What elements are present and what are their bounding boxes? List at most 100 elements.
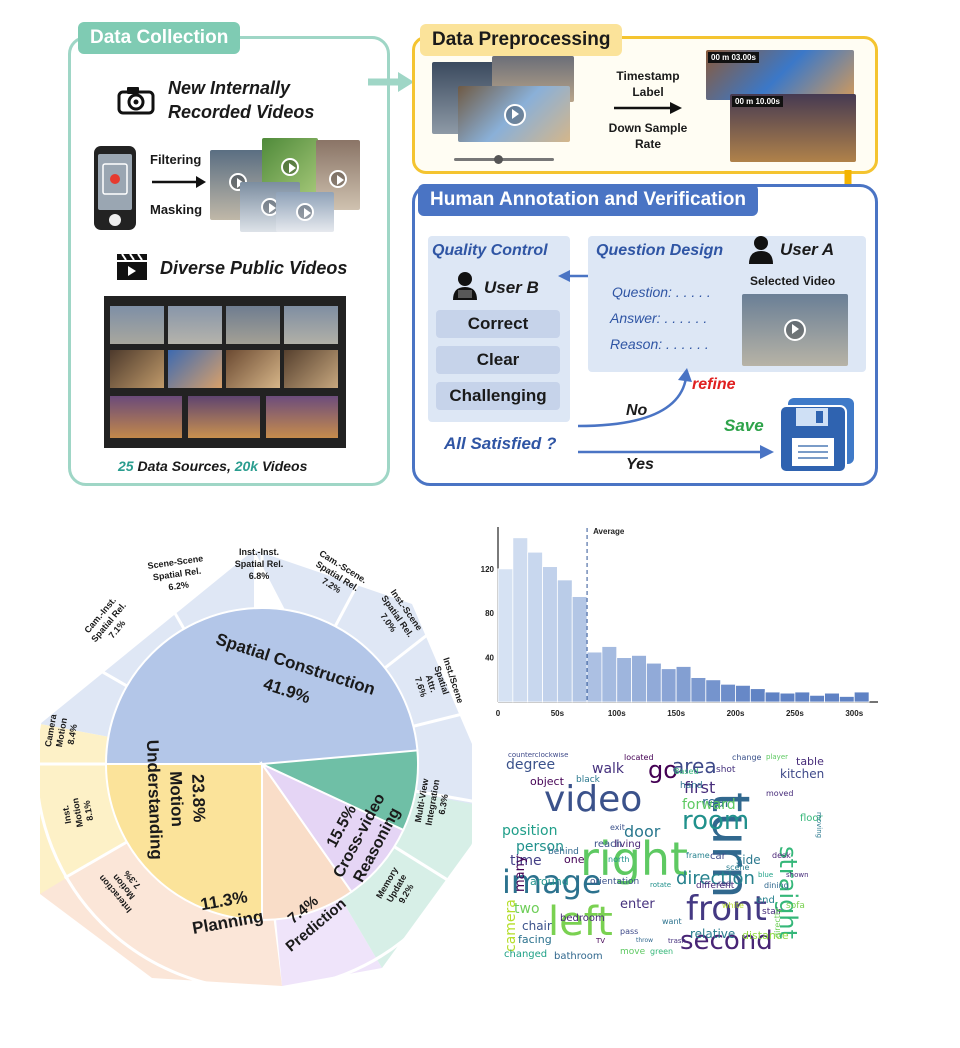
user-b-label: User B: [484, 278, 539, 297]
word-cloud-word: image: [502, 863, 602, 901]
seek-bar[interactable]: [454, 158, 554, 161]
word-cloud-word: camera: [503, 899, 519, 952]
ring-separator: [63, 648, 128, 688]
ring-separator: [333, 561, 371, 627]
timestamp-a: 00 m 03.00s: [708, 52, 759, 63]
footer-text-2: Videos: [258, 458, 308, 474]
selected-video-label: Selected Video: [750, 274, 836, 288]
word-cloud-word: orientation: [590, 877, 640, 887]
public-videos-label: Diverse Public Videos: [160, 258, 348, 278]
timestamp-line2: Label: [632, 85, 664, 99]
histogram-bar: [705, 679, 722, 703]
histogram-bar: [839, 696, 855, 703]
data-preprocessing-title: Data Preprocessing: [420, 24, 623, 56]
histogram-bar: [764, 691, 781, 703]
sector-cross-video-reasoning: [258, 749, 419, 832]
word-cloud-word: chair: [522, 919, 552, 933]
timestamp-b: 00 m 10.00s: [732, 96, 783, 107]
ring-separator: [384, 622, 443, 670]
histogram-bar: [749, 688, 766, 703]
histogram-bar: [675, 666, 692, 703]
filter-arrow: [152, 176, 206, 188]
histogram-bar: [542, 566, 558, 703]
outer-label-inst-inst: Inst.-Inst. Spatial Rel.6.8%: [234, 547, 284, 581]
save-label: Save: [724, 416, 764, 435]
quality-control-label: Quality Control: [432, 242, 548, 259]
annotation-title: Human Annotation and Verification: [418, 184, 758, 216]
word-cloud-word: right: [580, 832, 689, 886]
histogram-bar: [527, 551, 543, 703]
play-icon[interactable]: [784, 319, 806, 341]
histogram-bar: [779, 692, 796, 703]
question-design-label: Question Design: [596, 242, 724, 259]
word-cloud-word: different: [696, 881, 735, 891]
sector-planning: [261, 760, 353, 922]
word-cloud-word: dining: [764, 881, 789, 890]
word-cloud-word: first: [684, 778, 716, 797]
x-tick-label: 0: [496, 709, 501, 718]
sector-motion-understanding: [104, 763, 263, 922]
histogram-bar: [601, 646, 618, 703]
all-satisfied-label: All Satisfied ?: [444, 434, 557, 453]
clapperboard-icon: [117, 253, 147, 280]
y-tick-label: 120: [481, 565, 495, 574]
video-count: 20k: [234, 458, 259, 474]
frame-thumbnail: 00 m 10.00s: [730, 94, 856, 162]
word-cloud-word: front: [686, 889, 767, 929]
inner-label-motion: 23.8%Motion Understanding: [142, 739, 209, 861]
data-collection-title: Data Collection: [78, 22, 241, 54]
word-cloud-word: trash: [668, 937, 686, 945]
ring-separator: [146, 565, 186, 630]
answer-field: Answer: . . . . . .: [610, 310, 708, 326]
word-cloud-word: object: [530, 775, 564, 788]
x-tick-label: 150s: [667, 709, 685, 718]
word-cloud-word: two: [514, 901, 540, 917]
histogram-bar: [794, 691, 811, 703]
user-a-label: User A: [780, 240, 835, 259]
reason-field: Reason: . . . . . .: [610, 336, 709, 352]
new-videos-line1: New Internally: [168, 78, 291, 98]
frame-thumbnail: 00 m 03.00s: [706, 50, 854, 100]
play-icon: [329, 170, 347, 188]
word-cloud-word: player: [766, 753, 789, 761]
word-cloud-word: video: [544, 779, 643, 820]
word-cloud-word: throw: [636, 937, 654, 944]
new-videos-label: New Internally Recorded Videos: [168, 76, 314, 124]
histogram-bar: [720, 683, 736, 703]
word-cloud-word: walk: [592, 761, 625, 777]
y-tick-label: 80: [485, 609, 494, 618]
word-cloud-word: enter: [620, 897, 655, 912]
timestamp-line1: Timestamp: [616, 69, 680, 83]
word-cloud-word: desk: [772, 851, 791, 860]
word-cloud-word: rear: [702, 795, 731, 811]
film-strip: [104, 296, 346, 448]
arrow-to-quality: [558, 270, 592, 282]
word-cloud-word: blue: [758, 871, 774, 879]
word-cloud-word: living: [614, 839, 641, 850]
word-cloud-word: Based: [674, 767, 699, 776]
seek-handle[interactable]: [494, 155, 503, 164]
no-label: No: [626, 402, 648, 419]
x-tick-label: 100s: [608, 709, 626, 718]
histogram-bar: [660, 668, 677, 703]
filtering-label: Filtering: [150, 152, 202, 167]
word-cloud-word: end: [756, 895, 775, 906]
word-cloud-word: position: [502, 823, 558, 839]
x-tick-label: 250s: [786, 709, 804, 718]
word-cloud-word: direction: [676, 868, 755, 889]
preprocess-arrow: [614, 102, 682, 114]
word-cloud-word: hand: [680, 781, 703, 791]
selected-video-thumbnail[interactable]: [742, 294, 848, 366]
histogram-bar: [809, 694, 825, 703]
ring-separator: [413, 707, 484, 728]
yes-label: Yes: [626, 456, 654, 473]
word-cloud-word: located: [624, 753, 654, 762]
word-cloud-word: left: [548, 899, 613, 945]
word-cloud-word: directly: [773, 908, 782, 938]
criterion-clear: Clear: [436, 346, 560, 374]
word-cloud-word: want: [662, 917, 682, 926]
histogram-bar: [690, 677, 707, 703]
new-videos-line2: Recorded Videos: [168, 102, 315, 122]
word-cloud-word: pass: [620, 927, 639, 936]
histogram-bar: [646, 662, 662, 703]
